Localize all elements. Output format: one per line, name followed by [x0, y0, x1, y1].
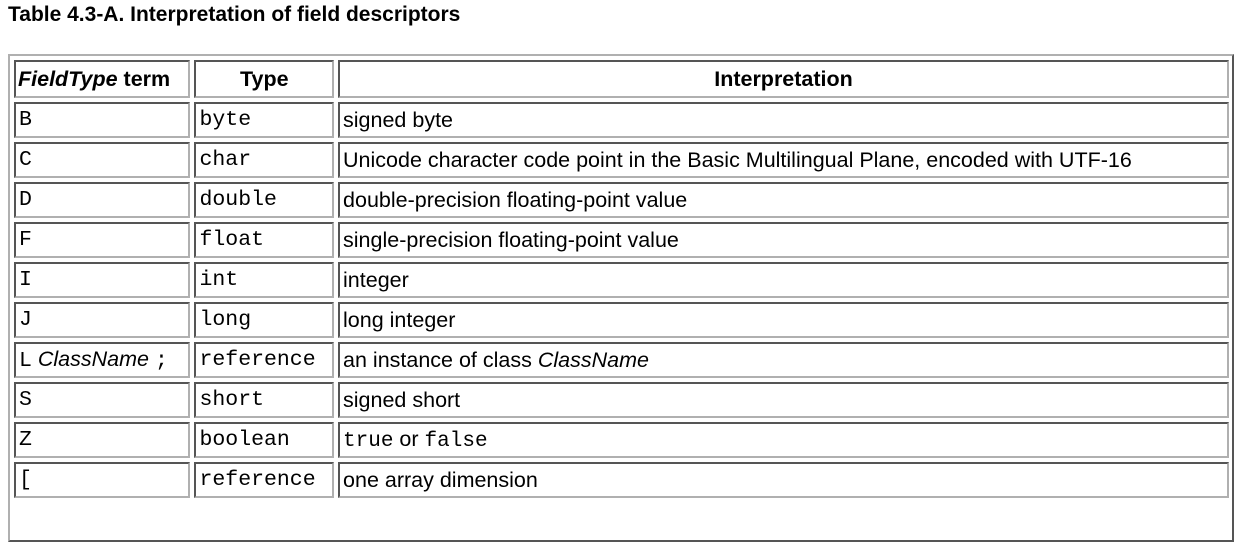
term-cell: I [14, 262, 191, 298]
header-fieldtype-term: FieldType term [14, 60, 191, 98]
term-cell: D [14, 182, 191, 218]
term-cell: L ClassName ; [14, 342, 191, 378]
table-row: B byte signed byte [14, 102, 1229, 138]
term-classname-italic: ClassName [31, 347, 155, 371]
type-cell: reference [194, 462, 335, 498]
type-cell: short [194, 382, 335, 418]
interpretation-classname-italic: ClassName [537, 347, 649, 372]
term-prefix: L [19, 349, 32, 373]
table-row: Z boolean true or false [14, 422, 1229, 458]
type-cell: reference [194, 342, 335, 378]
interpretation-cell: Unicode character code point in the Basi… [338, 142, 1229, 178]
interpretation-cell: single-precision floating-point value [338, 222, 1229, 258]
term-cell: J [14, 302, 191, 338]
header-type: Type [194, 60, 335, 98]
header-fieldtype-italic: FieldType [18, 66, 118, 91]
term-cell: Z [14, 422, 191, 458]
table-row: C char Unicode character code point in t… [14, 142, 1229, 178]
header-row: FieldType term Type Interpretation [14, 60, 1229, 98]
field-descriptor-table: FieldType term Type Interpretation B byt… [10, 56, 1233, 502]
term-cell: S [14, 382, 191, 418]
term-cell: F [14, 222, 191, 258]
term-suffix: ; [154, 349, 168, 373]
table-row: D double double-precision floating-point… [14, 182, 1229, 218]
interpretation-cell: signed short [338, 382, 1229, 418]
header-term-suffix: term [117, 66, 171, 91]
table-row: S short signed short [14, 382, 1229, 418]
interpretation-cell: true or false [338, 422, 1229, 458]
interpretation-prefix: an instance of class [343, 347, 538, 372]
interpretation-cell: double-precision floating-point value [338, 182, 1229, 218]
term-cell: C [14, 142, 191, 178]
type-cell: long [194, 302, 335, 338]
table-caption: Table 4.3-A. Interpretation of field des… [8, 3, 461, 26]
header-interpretation: Interpretation [338, 60, 1229, 98]
table-row: [ reference one array dimension [14, 462, 1229, 498]
interpretation-or: or [393, 427, 425, 451]
table-row: I int integer [14, 262, 1229, 298]
interpretation-code-true: true [343, 430, 394, 453]
interpretation-code-false: false [424, 430, 488, 453]
type-cell: byte [194, 102, 335, 138]
type-cell: char [194, 142, 335, 178]
interpretation-cell: integer [338, 262, 1229, 298]
term-cell: B [14, 102, 191, 138]
type-cell: int [194, 262, 335, 298]
type-cell: float [194, 222, 335, 258]
interpretation-cell: signed byte [338, 102, 1229, 138]
type-cell: boolean [194, 422, 335, 458]
interpretation-cell: an instance of class ClassName [338, 342, 1229, 378]
table-row: F float single-precision floating-point … [14, 222, 1229, 258]
interpretation-cell: long integer [338, 302, 1229, 338]
type-cell: double [194, 182, 335, 218]
table-row: J long long integer [14, 302, 1229, 338]
interpretation-cell: one array dimension [338, 462, 1229, 498]
term-cell: [ [14, 462, 191, 498]
field-descriptor-table-frame: FieldType term Type Interpretation B byt… [8, 54, 1234, 542]
table-row: L ClassName ; reference an instance of c… [14, 342, 1229, 378]
